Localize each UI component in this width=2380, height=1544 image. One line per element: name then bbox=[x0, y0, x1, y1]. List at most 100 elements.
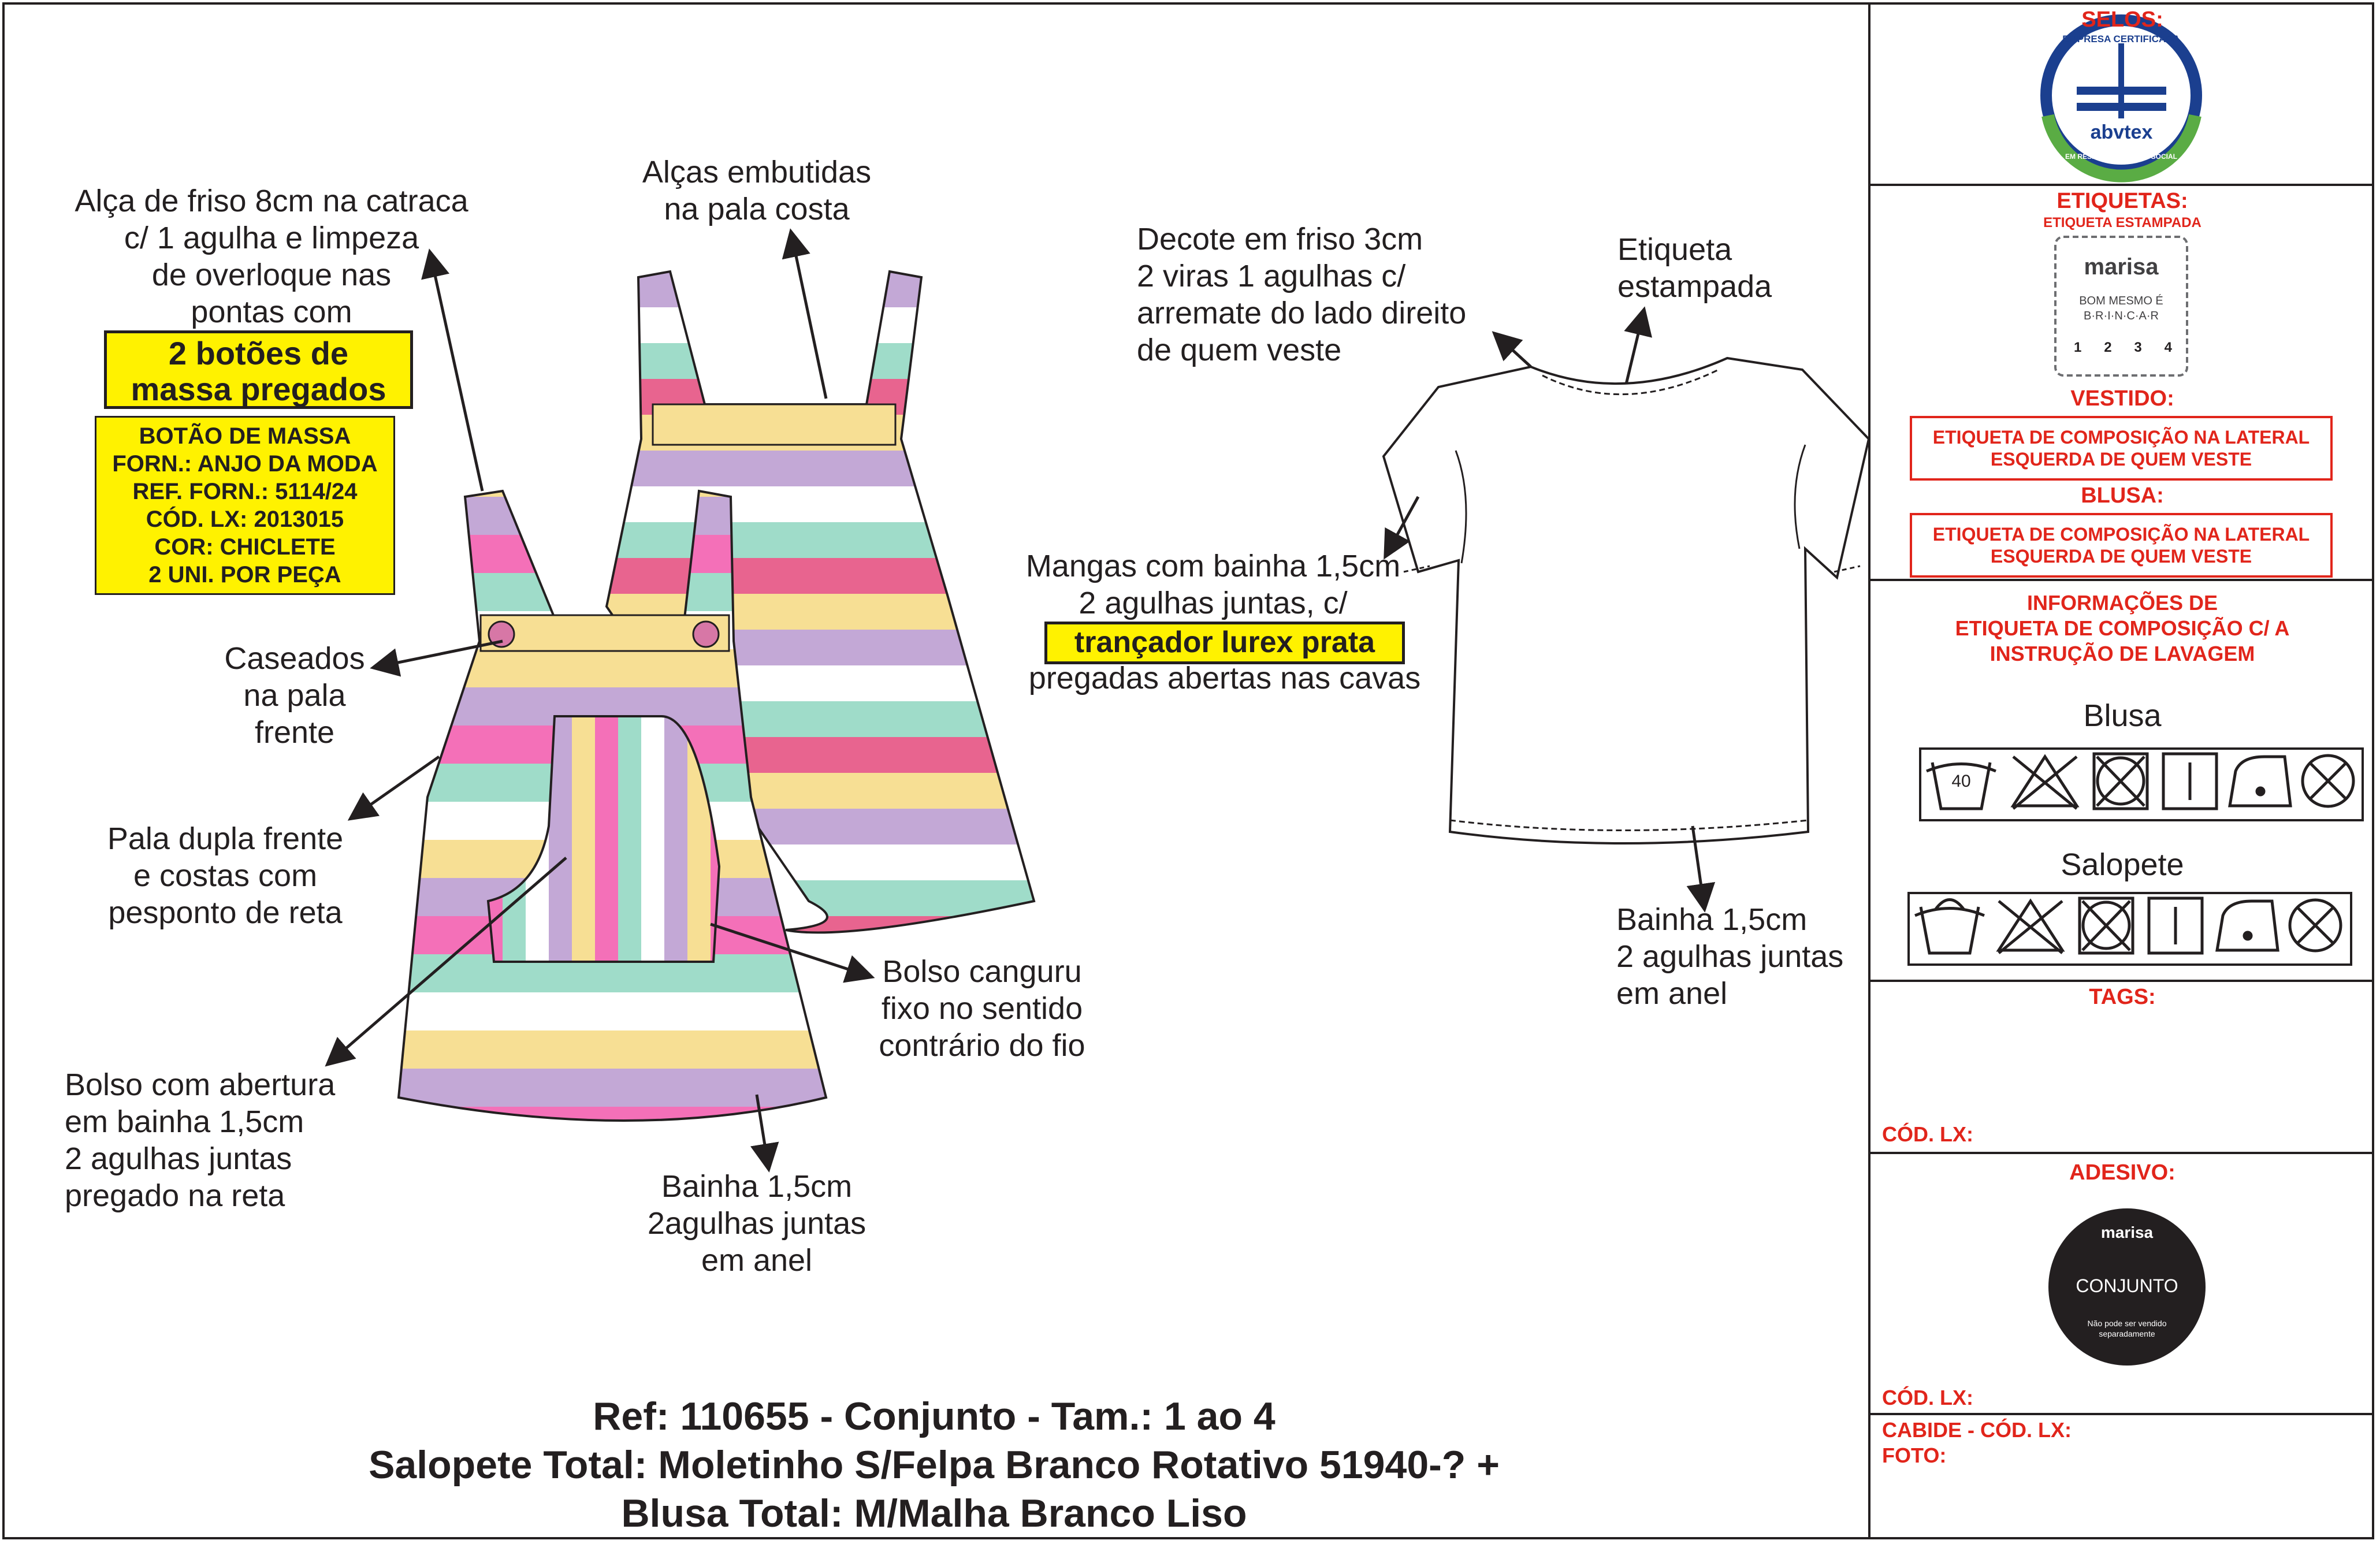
box-line: ESQUERDA DE QUEM VESTE bbox=[1990, 546, 2252, 567]
tags-title: TAGS: bbox=[2089, 985, 2156, 1009]
spec-line: COR: CHICLETE bbox=[154, 534, 336, 560]
note-line: Alças embutidas bbox=[642, 155, 872, 189]
note-line: pesponto de reta bbox=[108, 895, 343, 930]
note-line: de quem veste bbox=[1137, 333, 1342, 367]
note-line: arremate do lado direito bbox=[1137, 296, 1467, 330]
dress-front-illustration bbox=[397, 489, 828, 1122]
note-alcas-embutidas: Alças embutidas na pala costa bbox=[612, 154, 901, 228]
care-salopete-label: Salopete bbox=[2061, 847, 2184, 882]
etiquetas-sub: ETIQUETA ESTAMPADA bbox=[2043, 215, 2202, 230]
spec-line: BOTÃO DE MASSA bbox=[139, 423, 351, 449]
sticker-note: Não pode ser vendido separadamente bbox=[2048, 1318, 2206, 1339]
drip-dry-icon-2 bbox=[2147, 896, 2204, 955]
adesivo-sticker bbox=[2048, 1208, 2206, 1366]
note-line: Etiqueta bbox=[1617, 232, 1732, 267]
adesivo-cod-lx: CÓD. LX: bbox=[1882, 1386, 1973, 1409]
note-line: Bainha 1,5cm bbox=[1616, 902, 1808, 937]
note-mangas-bottom: pregadas abertas nas cavas bbox=[1028, 661, 1421, 695]
note-line: de overloque nas bbox=[151, 258, 392, 292]
label-size: 1 bbox=[2074, 340, 2082, 355]
note-line: Bainha 1,5cm bbox=[661, 1169, 853, 1204]
wash-40-icon bbox=[1931, 762, 1992, 810]
note-line: c/ 1 agulha e limpeza bbox=[124, 221, 419, 255]
hand-wash-icon bbox=[1919, 906, 1980, 955]
sticker-title: CONJUNTO bbox=[2076, 1275, 2178, 1296]
info-line: INSTRUÇÃO DE LAVAGEM bbox=[1989, 642, 2255, 665]
note-line: 2 agulhas juntas bbox=[1616, 939, 1844, 974]
note-line: Decote em friso 3cm bbox=[1137, 222, 1423, 256]
cabide-cod-lx: CABIDE - CÓD. LX: bbox=[1882, 1418, 2072, 1442]
seal-text-bottom: EM RESPONSABILIDADE SOCIAL bbox=[2065, 152, 2177, 161]
seal-text-top: EMPRESA CERTIFICADA bbox=[2062, 34, 2180, 44]
note-line: e costas com bbox=[133, 858, 318, 893]
info-line: ETIQUETA DE COMPOSIÇÃO C/ A bbox=[1955, 616, 2290, 640]
footer-line-2: Salopete Total: Moletinho S/Felpa Branco… bbox=[369, 1443, 1500, 1487]
drip-dry-icon bbox=[2162, 752, 2218, 810]
note-bolso-abertura: Bolso com abertura em bainha 1,5cm 2 agu… bbox=[65, 1066, 388, 1214]
note-line: Caseados bbox=[224, 641, 365, 676]
adesivo-title: ADESIVO: bbox=[2069, 1160, 2176, 1185]
highlight-line: 2 botões de bbox=[168, 335, 349, 371]
note-bolso-canguru: Bolso canguru fixo no sentido contrário … bbox=[855, 953, 1109, 1064]
divider-tags bbox=[1868, 1152, 2374, 1154]
label-brand-marisa: marisa bbox=[2084, 254, 2159, 280]
no-bleach-icon-2 bbox=[1996, 898, 2065, 952]
selos-title: SELOS: bbox=[2081, 8, 2163, 32]
sticker-brand: marisa bbox=[2100, 1223, 2154, 1241]
info-title: INFORMAÇÕES DE ETIQUETA DE COMPOSIÇÃO C/… bbox=[1870, 590, 2374, 667]
no-bleach-icon bbox=[2010, 754, 2080, 808]
note-line: em anel bbox=[1616, 976, 1728, 1011]
label-line-1: BOM MESMO É bbox=[2079, 295, 2163, 307]
spec-line: FORN.: ANJO DA MODA bbox=[112, 451, 378, 477]
label-card bbox=[2054, 236, 2188, 377]
highlight-botoes: 2 botões de massa pregados bbox=[104, 330, 413, 409]
note-line: contrário do fio bbox=[879, 1028, 1085, 1063]
note-line: em anel bbox=[701, 1243, 813, 1278]
note-line: Mangas com bainha 1,5cm bbox=[1025, 549, 1401, 583]
note-line: na pala bbox=[243, 678, 346, 713]
note-line: frente bbox=[254, 715, 335, 750]
iron-low-icon-2 bbox=[2215, 899, 2279, 952]
divider-selos bbox=[1868, 184, 2374, 186]
note-decote: Decote em friso 3cm 2 viras 1 agulhas c/… bbox=[1137, 221, 1541, 369]
no-dry-clean-icon-2 bbox=[2288, 898, 2342, 953]
care-symbols-blusa bbox=[1926, 752, 2355, 810]
note-line: 2 agulhas juntas, c/ bbox=[1079, 586, 1348, 620]
no-dry-clean-icon bbox=[2301, 754, 2355, 808]
note-bainha-vestido: Bainha 1,5cm 2agulhas juntas em anel bbox=[624, 1168, 890, 1279]
no-tumble-dry-icon bbox=[2092, 752, 2149, 810]
no-tumble-dry-icon-2 bbox=[2078, 896, 2134, 955]
note-line: fixo no sentido bbox=[881, 991, 1083, 1026]
note-line: pregado na reta bbox=[65, 1178, 285, 1213]
note-line: 2agulhas juntas bbox=[647, 1206, 867, 1241]
highlight-line: massa pregados bbox=[131, 371, 386, 407]
box-line: ETIQUETA DE COMPOSIÇÃO NA LATERAL bbox=[1932, 427, 2310, 448]
spec-line: REF. FORN.: 5114/24 bbox=[132, 479, 358, 504]
note-mangas: Mangas com bainha 1,5cm 2 agulhas juntas… bbox=[994, 548, 1433, 622]
note-etiqueta-estampada: Etiqueta estampada bbox=[1617, 231, 1849, 305]
label-line-2: B·R·I·N·C·A·R bbox=[2084, 310, 2159, 322]
vestido-composition-box: ETIQUETA DE COMPOSIÇÃO NA LATERAL ESQUER… bbox=[1910, 416, 2333, 481]
note-line: 2 viras 1 agulhas c/ bbox=[1137, 259, 1406, 293]
care-row-blusa bbox=[1919, 747, 2364, 821]
note-alca-friso: Alça de friso 8cm na catraca c/ 1 agulha… bbox=[40, 183, 503, 330]
iron-low-icon bbox=[2228, 755, 2292, 808]
note-line: Pala dupla frente bbox=[107, 821, 344, 856]
blusa-title: BLUSA: bbox=[2081, 483, 2164, 508]
box-line: ETIQUETA DE COMPOSIÇÃO NA LATERAL bbox=[1932, 524, 2310, 545]
sticker-note-line: separadamente bbox=[2099, 1329, 2155, 1338]
divider-etiquetas bbox=[1868, 579, 2374, 581]
footer-line-1: Ref: 110655 - Conjunto - Tam.: 1 ao 4 bbox=[593, 1394, 1275, 1438]
note-line: 2 agulhas juntas bbox=[65, 1141, 292, 1176]
care-symbols-salopete bbox=[1914, 896, 2342, 955]
note-line: em bainha 1,5cm bbox=[65, 1104, 304, 1139]
sidebar bbox=[1868, 2, 2374, 1539]
note-pala-dupla: Pala dupla frente e costas com pesponto … bbox=[75, 820, 375, 931]
blusa-composition-box: ETIQUETA DE COMPOSIÇÃO NA LATERAL ESQUER… bbox=[1910, 513, 2333, 578]
tshirt-illustration bbox=[1382, 356, 1870, 844]
note-line: Alça de friso 8cm na catraca bbox=[75, 184, 468, 218]
note-line: estampada bbox=[1617, 269, 1772, 304]
sticker-note-line: Não pode ser vendido bbox=[2087, 1319, 2167, 1328]
divider-adesivo bbox=[1868, 1413, 2374, 1415]
